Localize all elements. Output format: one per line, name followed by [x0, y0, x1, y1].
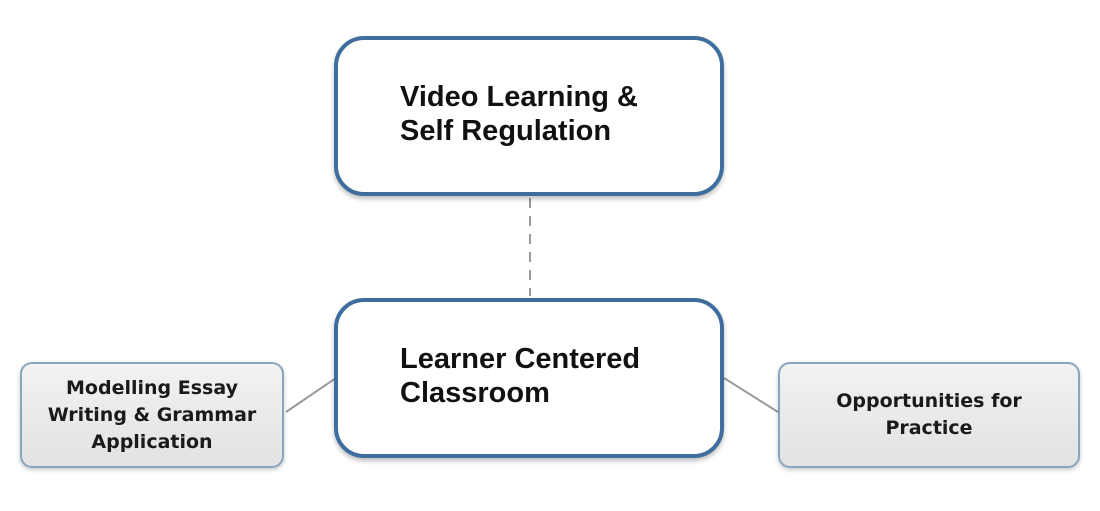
learner-centered-node: Learner Centered Classroom	[334, 298, 724, 458]
video-learning-label: Video Learning & Self Regulation	[400, 81, 638, 147]
connector-left-center	[285, 377, 337, 413]
opportunities-practice-label: Opportunities for Practice	[836, 390, 1022, 439]
learner-centered-label: Learner Centered Classroom	[400, 343, 641, 409]
video-learning-node: Video Learning & Self Regulation	[334, 36, 724, 196]
modelling-essay-label: Modelling Essay Writing & Grammar Applic…	[47, 376, 257, 453]
connector-center-right	[723, 377, 779, 413]
opportunities-practice-node: Opportunities for Practice	[778, 362, 1080, 468]
modelling-essay-node: Modelling Essay Writing & Grammar Applic…	[20, 362, 284, 468]
